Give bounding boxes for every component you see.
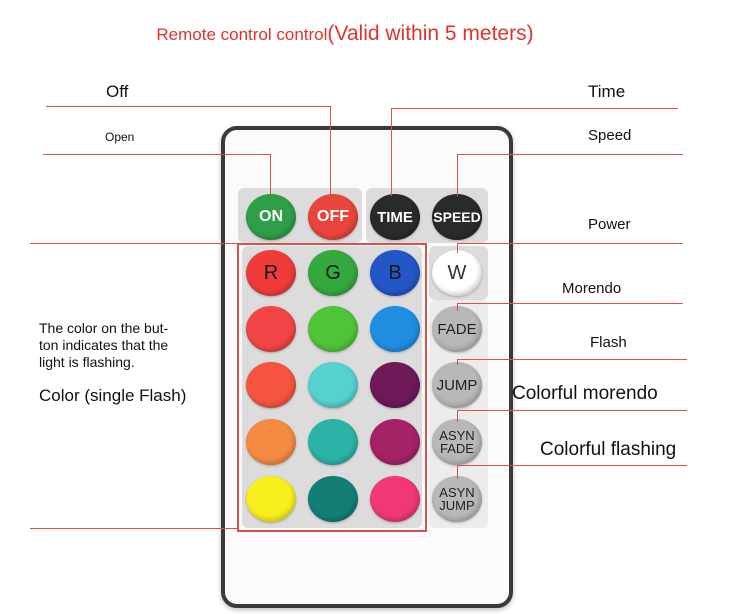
leader-power-down <box>457 243 458 253</box>
label-time: Time <box>588 82 626 101</box>
r-button[interactable]: R <box>246 250 296 296</box>
color-button[interactable] <box>370 306 420 352</box>
color-button[interactable] <box>308 476 358 522</box>
color-button[interactable] <box>308 419 358 465</box>
color-button[interactable] <box>370 476 420 522</box>
leader-off-down <box>330 106 331 196</box>
leader-colorful-flashing <box>457 465 687 466</box>
leader-time <box>391 108 678 109</box>
b-button[interactable]: B <box>370 250 420 296</box>
w-button[interactable]: W <box>432 250 482 296</box>
leader-colorful-flashing-down <box>457 465 458 479</box>
leader-morendo-down <box>457 303 458 311</box>
leader-colorful-morendo <box>457 410 687 411</box>
color-button[interactable] <box>308 306 358 352</box>
label-color-single-flash: Color (single Flash) <box>39 386 187 405</box>
leader-color-top <box>30 243 238 244</box>
leader-speed <box>457 154 683 155</box>
label-speed: Speed <box>588 127 632 144</box>
color-button[interactable] <box>370 419 420 465</box>
title-part-2: (Valid within 5 meters) <box>327 22 534 45</box>
label-morendo: Morendo <box>562 280 622 297</box>
leader-open <box>43 154 271 155</box>
leader-speed-down <box>457 154 458 196</box>
leader-off <box>46 106 331 107</box>
label-color-note: The color on the but- ton indicates that… <box>39 320 169 370</box>
leader-flash <box>457 359 687 360</box>
color-grid-frame <box>237 243 427 532</box>
leader-color-bottom <box>30 528 238 529</box>
time-button[interactable]: TIME <box>370 194 420 240</box>
label-off: Off <box>106 82 129 101</box>
leader-flash-down <box>457 359 458 365</box>
color-button[interactable] <box>246 419 296 465</box>
label-colorful-morendo: Colorful morendo <box>512 383 658 404</box>
leader-open-down <box>270 154 271 196</box>
color-button[interactable] <box>246 476 296 522</box>
speed-button[interactable]: SPEED <box>432 194 482 240</box>
label-power: Power <box>588 216 631 233</box>
color-button[interactable] <box>246 306 296 352</box>
g-button[interactable]: G <box>308 250 358 296</box>
asyn-fade-button[interactable]: ASYN FADE <box>432 419 482 465</box>
asyn-jump-button[interactable]: ASYN JUMP <box>432 476 482 522</box>
label-flash: Flash <box>590 334 627 351</box>
color-button[interactable] <box>246 362 296 408</box>
color-button[interactable] <box>308 362 358 408</box>
leader-time-down <box>391 108 392 196</box>
on-button[interactable]: ON <box>246 194 296 240</box>
leader-morendo <box>457 303 683 304</box>
label-colorful-flashing: Colorful flashing <box>540 439 677 460</box>
off-button[interactable]: OFF <box>308 194 358 240</box>
diagram-title: Remote control control(Valid within 5 me… <box>0 22 690 46</box>
title-part-1: Remote control control <box>156 25 328 44</box>
leader-colorful-morendo-down <box>457 410 458 422</box>
label-open: Open <box>105 130 135 144</box>
fade-button[interactable]: FADE <box>432 306 482 352</box>
color-button[interactable] <box>370 362 420 408</box>
leader-power <box>457 243 683 244</box>
jump-button[interactable]: JUMP <box>432 362 482 408</box>
